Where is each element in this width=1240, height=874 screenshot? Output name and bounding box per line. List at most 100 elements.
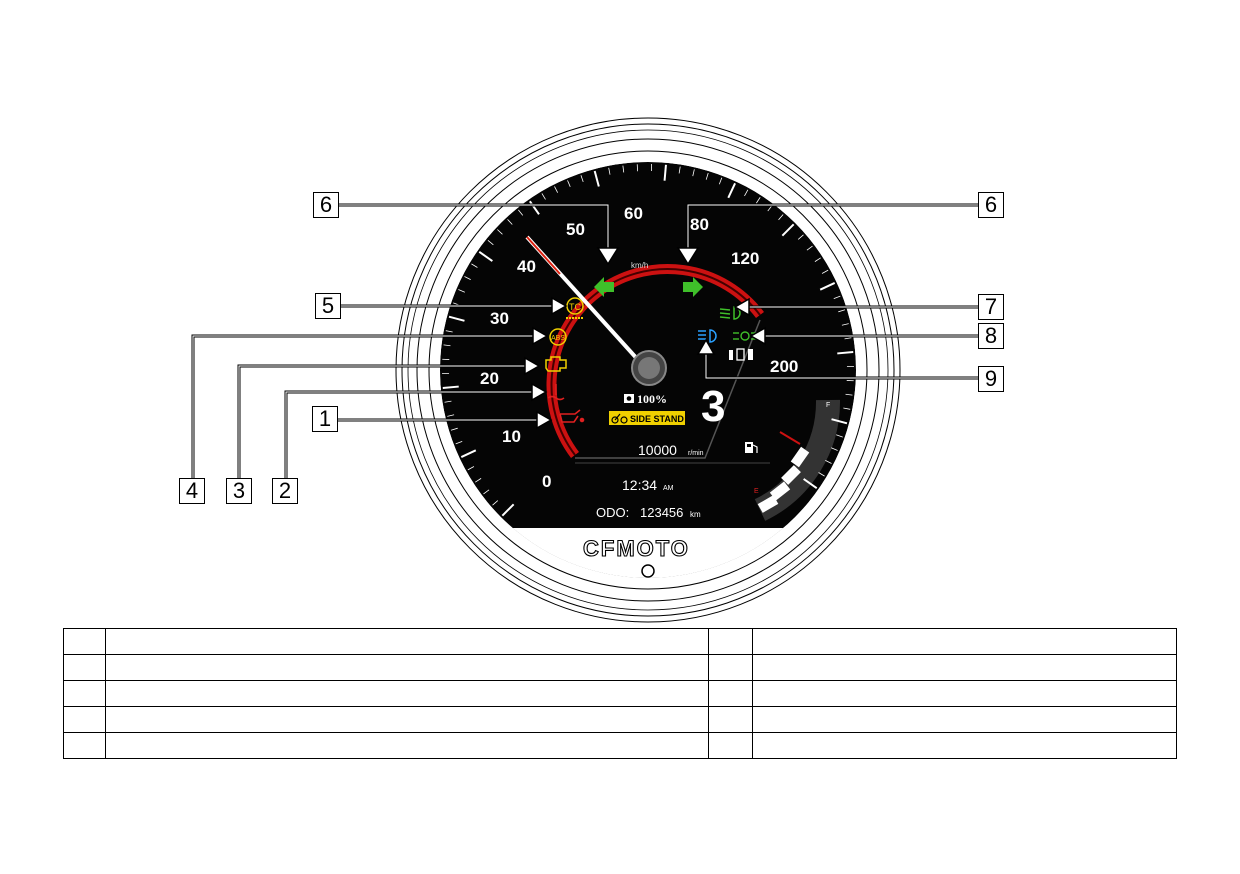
turn-left-icon xyxy=(594,277,614,297)
odo-unit: km xyxy=(690,510,701,519)
legend-left-number xyxy=(63,706,106,733)
tick-mark xyxy=(841,323,849,326)
legend-left-number xyxy=(63,732,106,759)
svg-text:TC: TC xyxy=(569,302,581,312)
tick-mark xyxy=(718,177,723,185)
speed-tick-label: 50 xyxy=(566,220,585,239)
high-beam-icon xyxy=(698,329,717,343)
odo-value: 123456 xyxy=(640,505,683,520)
tick-mark xyxy=(838,309,846,313)
tick-mark xyxy=(554,186,559,193)
tick-mark xyxy=(844,337,852,340)
legend-left-text xyxy=(105,654,709,681)
tick-mark xyxy=(622,165,625,173)
legend-right-number xyxy=(708,680,753,707)
outer-bezel xyxy=(395,117,901,623)
speed-tick-label: 0 xyxy=(542,472,551,491)
arrowhead xyxy=(532,326,549,346)
abs-icon: ABS xyxy=(549,328,567,346)
arrowhead xyxy=(524,356,541,376)
fuel-pump-icon xyxy=(745,442,758,453)
tick-mark xyxy=(663,164,667,181)
tick-mark xyxy=(818,472,825,477)
arrowhead xyxy=(696,338,716,355)
odo-label: ODO: xyxy=(596,505,629,520)
mode-button[interactable] xyxy=(641,564,655,578)
legend-row xyxy=(63,628,1177,655)
tick-mark xyxy=(806,245,813,251)
legend-left-number xyxy=(63,628,106,655)
callout-2: 2 xyxy=(272,478,298,504)
callout-6-right: 6 xyxy=(978,192,1004,218)
arrowhead xyxy=(676,247,700,266)
tick-mark xyxy=(518,209,524,216)
tick-mark xyxy=(744,189,749,197)
callout-3: 3 xyxy=(226,478,252,504)
speed-tick-label: 80 xyxy=(690,215,709,234)
legend-left-number xyxy=(63,680,106,707)
tick-mark xyxy=(831,447,838,451)
speed-tick-label: 120 xyxy=(731,249,759,268)
legend-right-text xyxy=(752,628,1177,655)
tick-mark xyxy=(580,175,584,182)
fuel-full-label: F xyxy=(826,402,830,409)
tick-mark xyxy=(443,344,451,347)
tick-mark xyxy=(567,180,571,187)
side-stand-text: SIDE STAND xyxy=(630,414,684,424)
turn-right-icon xyxy=(683,277,703,297)
tick-mark xyxy=(497,229,503,235)
tick-mark xyxy=(692,169,695,177)
brand-logo: CFMOTO xyxy=(583,536,690,561)
legend-right-number xyxy=(708,628,753,655)
tick-mark xyxy=(756,197,761,204)
legend-right-text xyxy=(752,732,1177,759)
tick-mark xyxy=(501,503,515,517)
speed-tick-label: 30 xyxy=(490,309,509,328)
legend-row xyxy=(63,654,1177,681)
tick-mark xyxy=(825,459,832,464)
camera-icon xyxy=(624,394,634,403)
tick-mark xyxy=(464,276,471,281)
speed-needle xyxy=(525,235,667,386)
arrowhead xyxy=(531,382,548,402)
legend-left-number xyxy=(63,654,106,681)
arrowhead xyxy=(536,410,553,430)
gear-indicator: 3 xyxy=(701,382,725,431)
speed-tick-label: 20 xyxy=(480,369,499,388)
fuel-empty-label: E xyxy=(754,488,759,495)
arrowhead xyxy=(551,296,568,316)
tick-mark xyxy=(845,393,853,396)
legend-left-text xyxy=(105,706,709,733)
legend-right-number xyxy=(708,706,753,733)
speed-tick-marks xyxy=(442,164,854,517)
tick-mark xyxy=(608,167,611,175)
tick-mark xyxy=(529,200,540,215)
tick-mark xyxy=(831,418,848,425)
callout-8: 8 xyxy=(978,323,1004,349)
tick-mark xyxy=(821,269,829,274)
clock-time: 12:34 xyxy=(622,477,657,493)
side-stand-badge xyxy=(609,411,685,425)
speed-scale: 0 10 20 30 40 50 60 80 120 200 xyxy=(480,204,798,491)
legend-right-text xyxy=(752,680,1177,707)
speed-tick-label: 10 xyxy=(502,427,521,446)
legend-right-text xyxy=(752,654,1177,681)
tick-mark xyxy=(471,263,478,268)
speed-tick-label: 200 xyxy=(770,357,798,376)
tick-mark xyxy=(467,466,475,471)
tick-mark xyxy=(843,407,851,410)
tick-mark xyxy=(455,440,463,445)
tick-mark xyxy=(447,414,455,417)
callout-5: 5 xyxy=(315,293,341,319)
legend-right-text xyxy=(752,706,1177,733)
legend-left-text xyxy=(105,732,709,759)
legend-table xyxy=(63,628,1177,759)
tick-mark xyxy=(727,182,736,199)
tick-mark xyxy=(705,172,709,180)
clock-ampm: AM xyxy=(663,485,674,492)
arrowhead xyxy=(596,247,620,266)
legend-row xyxy=(63,732,1177,759)
tick-mark xyxy=(442,385,459,389)
speed-tick-label: 60 xyxy=(624,204,643,223)
